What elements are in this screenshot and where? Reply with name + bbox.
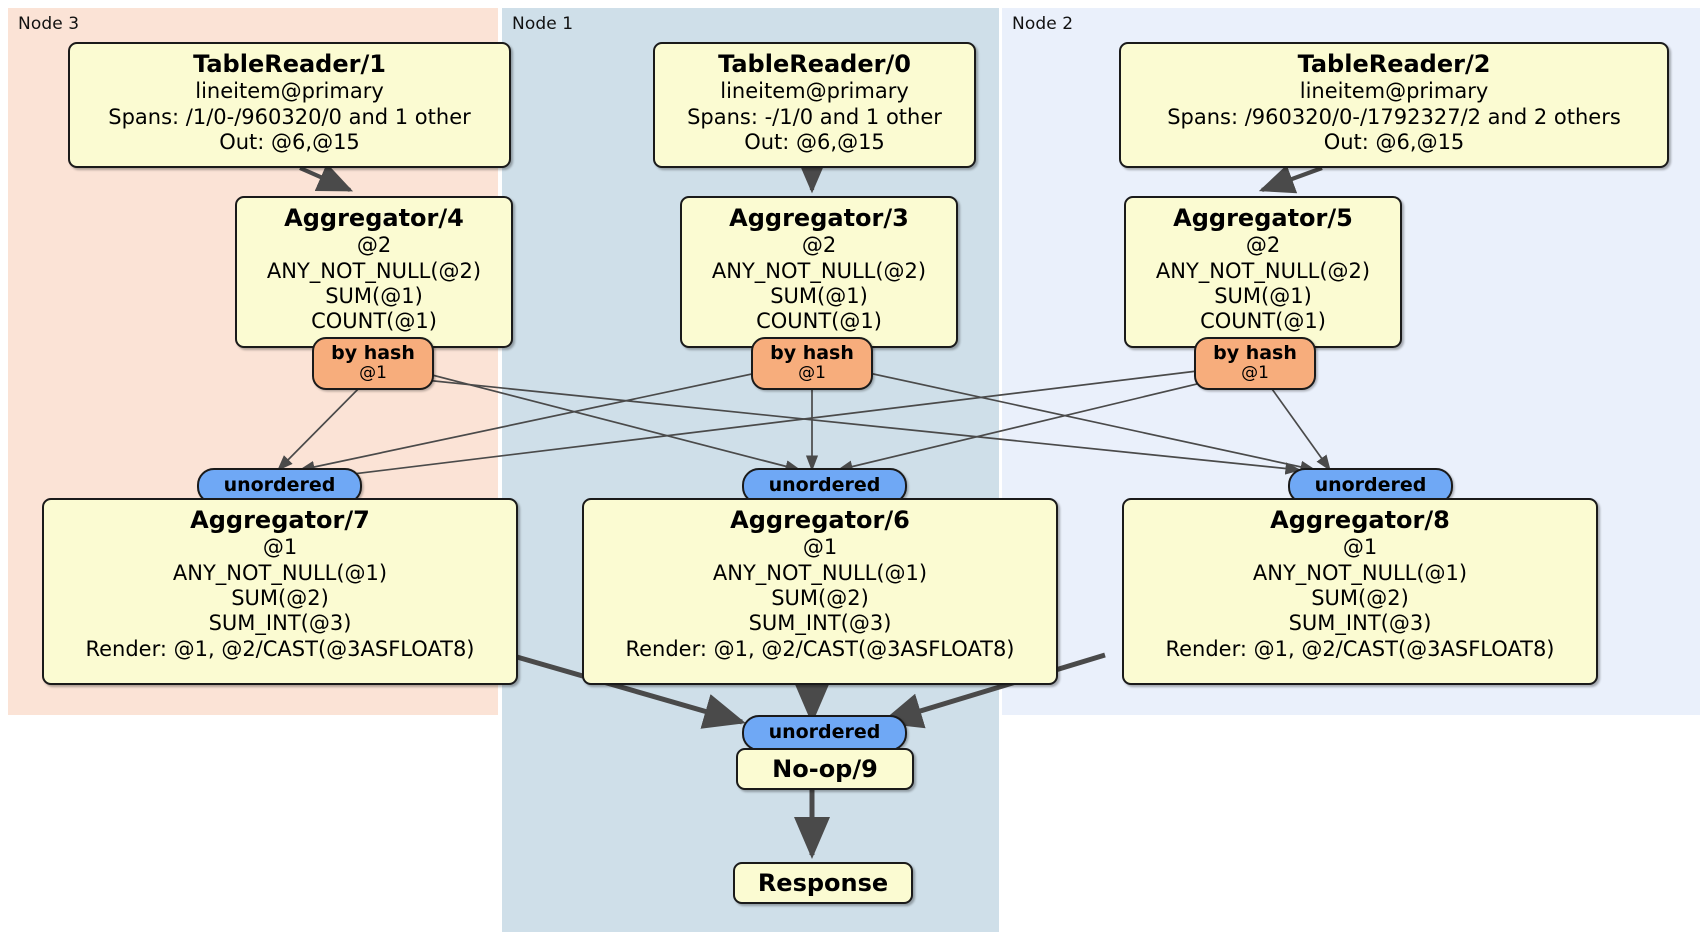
synchronizer-label: unordered	[768, 474, 881, 497]
processor-line: @2	[801, 233, 837, 258]
processor-line: @2	[1245, 233, 1281, 258]
processor-title: Aggregator/4	[284, 204, 464, 232]
processor-line: lineitem@primary	[195, 79, 384, 104]
hash-router-label: by hash	[770, 342, 854, 365]
processor-line: lineitem@primary	[1299, 79, 1489, 104]
processor-title: Response	[757, 869, 889, 897]
processor-response[interactable]: Response	[733, 862, 913, 904]
processor-title: Aggregator/8	[1270, 506, 1450, 534]
processor-tablereader-1[interactable]: TableReader/1 lineitem@primary Spans: /1…	[68, 42, 511, 168]
processor-aggregator-6[interactable]: Aggregator/6 @1 ANY_NOT_NULL(@1) SUM(@2)…	[582, 498, 1058, 685]
processor-aggregator-7[interactable]: Aggregator/7 @1 ANY_NOT_NULL(@1) SUM(@2)…	[42, 498, 518, 685]
region-node1-label: Node 1	[512, 14, 574, 34]
processor-title: No-op/9	[772, 755, 878, 783]
processor-line: SUM(@1)	[770, 284, 868, 309]
processor-line: COUNT(@1)	[311, 309, 437, 334]
processor-title: TableReader/0	[718, 50, 911, 78]
processor-title: TableReader/2	[1297, 50, 1491, 78]
processor-noop-9[interactable]: No-op/9	[736, 748, 914, 790]
processor-title: Aggregator/5	[1173, 204, 1353, 232]
processor-line: SUM(@1)	[1214, 284, 1312, 309]
processor-line: Render: @1, @2/CAST(@3ASFLOAT8)	[625, 636, 1015, 661]
hash-router-left[interactable]: by hash @1	[312, 337, 434, 390]
processor-line: @1	[1342, 535, 1378, 560]
processor-title: Aggregator/3	[729, 204, 909, 232]
processor-line: SUM(@2)	[771, 586, 869, 611]
processor-line: @2	[356, 233, 392, 258]
hash-router-label: by hash	[331, 342, 415, 365]
processor-line: ANY_NOT_NULL(@2)	[1155, 258, 1371, 283]
processor-line: @1	[262, 535, 298, 560]
processor-line: COUNT(@1)	[756, 309, 882, 334]
processor-line: Render: @1, @2/CAST(@3ASFLOAT8)	[85, 636, 475, 661]
processor-line: lineitem@primary	[720, 79, 909, 104]
region-node3-label: Node 3	[18, 14, 80, 34]
processor-line: @1	[802, 535, 838, 560]
processor-line: Out: @6,@15	[1323, 130, 1465, 155]
processor-line: Spans: /1/0-/960320/0 and 1 other	[108, 104, 471, 129]
processor-line: Spans: -/1/0 and 1 other	[687, 104, 942, 129]
hash-router-column: @1	[798, 362, 826, 383]
processor-aggregator-8[interactable]: Aggregator/8 @1 ANY_NOT_NULL(@1) SUM(@2)…	[1122, 498, 1598, 685]
processor-line: SUM_INT(@3)	[748, 611, 892, 636]
processor-line: ANY_NOT_NULL(@1)	[172, 560, 388, 585]
processor-aggregator-4[interactable]: Aggregator/4 @2 ANY_NOT_NULL(@2) SUM(@1)…	[235, 196, 513, 348]
processor-line: SUM(@2)	[231, 586, 329, 611]
processor-line: ANY_NOT_NULL(@2)	[711, 258, 927, 283]
processor-tablereader-2[interactable]: TableReader/2 lineitem@primary Spans: /9…	[1119, 42, 1669, 168]
processor-tablereader-0[interactable]: TableReader/0 lineitem@primary Spans: -/…	[653, 42, 976, 168]
region-node2-label: Node 2	[1012, 14, 1074, 34]
processor-aggregator-3[interactable]: Aggregator/3 @2 ANY_NOT_NULL(@2) SUM(@1)…	[680, 196, 958, 348]
processor-line: SUM(@2)	[1311, 586, 1409, 611]
processor-line: ANY_NOT_NULL(@2)	[266, 258, 482, 283]
synchronizer-label: unordered	[1314, 474, 1427, 497]
processor-line: Spans: /960320/0-/1792327/2 and 2 others	[1167, 104, 1621, 129]
processor-line: SUM_INT(@3)	[1288, 611, 1432, 636]
hash-router-column: @1	[1241, 362, 1269, 383]
synchronizer-label: unordered	[223, 474, 336, 497]
processor-title: Aggregator/6	[730, 506, 910, 534]
processor-line: ANY_NOT_NULL(@1)	[712, 560, 928, 585]
hash-router-center[interactable]: by hash @1	[751, 337, 873, 390]
hash-router-right[interactable]: by hash @1	[1194, 337, 1316, 390]
processor-line: ANY_NOT_NULL(@1)	[1252, 560, 1468, 585]
processor-line: SUM_INT(@3)	[208, 611, 352, 636]
processor-title: TableReader/1	[193, 50, 386, 78]
synchronizer-label: unordered	[768, 721, 881, 744]
processor-line: Out: @6,@15	[219, 130, 360, 155]
synchronizer-unordered-final[interactable]: unordered	[742, 715, 907, 751]
processor-line: COUNT(@1)	[1200, 309, 1326, 334]
hash-router-label: by hash	[1213, 342, 1297, 365]
processor-title: Aggregator/7	[190, 506, 370, 534]
processor-line: Out: @6,@15	[744, 130, 885, 155]
processor-line: Render: @1, @2/CAST(@3ASFLOAT8)	[1165, 636, 1555, 661]
hash-router-column: @1	[359, 362, 387, 383]
processor-line: SUM(@1)	[325, 284, 423, 309]
processor-aggregator-5[interactable]: Aggregator/5 @2 ANY_NOT_NULL(@2) SUM(@1)…	[1124, 196, 1402, 348]
